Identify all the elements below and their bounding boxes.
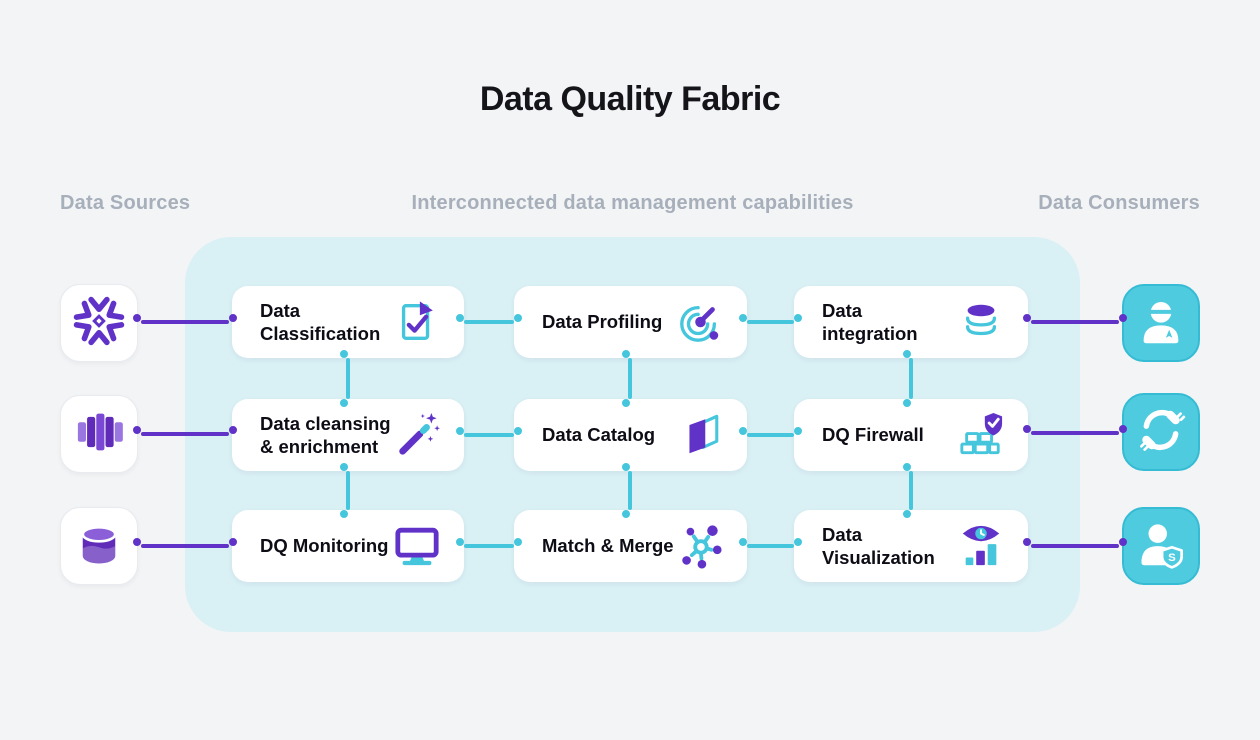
capability-label: Data cleansing & enrichment [260,412,391,457]
consumer-tile [1122,393,1200,471]
cyan-connector-vertical [340,463,356,518]
svg-text:S: S [1168,551,1176,563]
capability-label: Data Classification [260,299,381,344]
capability-card: Data cleansing & enrichment [232,399,464,471]
capabilities-header: Interconnected data management capabilit… [411,192,854,214]
capability-label: Data Visualization [822,523,935,568]
cyan-connector-vertical [903,350,919,407]
cyan-connector-horizontal [739,538,802,554]
capability-card: Data integration [794,286,1028,358]
capability-card: Data Profiling [514,286,747,358]
database-stack-icon [958,299,1004,345]
purple-connector-source-2 [133,426,237,442]
sync-plug-icon [1136,405,1186,460]
capability-card: Match & Merge [514,510,747,582]
purple-connector-consumer-3 [1023,538,1127,554]
magic-wand-icon [394,412,440,458]
capability-card: DQ Monitoring [232,510,464,582]
cyan-connector-horizontal [456,314,522,330]
purple-connector-source-1 [133,314,237,330]
cyan-connector-vertical [622,350,638,407]
open-book-icon [677,412,723,458]
capability-label: Data Catalog [542,424,656,446]
cyan-connector-horizontal [456,427,522,443]
user-hat-icon [1136,296,1186,351]
capability-label: DQ Firewall [822,424,924,446]
consumer-tile: S [1122,507,1200,585]
capability-card: Data Catalog [514,399,747,471]
capability-card: Data Classification [232,286,464,358]
eye-bar-chart-icon [958,523,1004,569]
purple-connector-source-3 [133,538,237,554]
source-card [60,395,138,473]
consumer-tile [1122,284,1200,362]
brick-wall-shield-icon [958,412,1004,458]
capability-label: Data Profiling [542,311,663,333]
capability-card: Data Visualization [794,510,1028,582]
cyan-connector-horizontal [456,538,522,554]
purple-connector-consumer-1 [1023,314,1127,330]
snowflake-icon [72,294,126,353]
cyan-connector-vertical [622,463,638,518]
capability-label: Match & Merge [542,535,674,557]
cyan-connector-vertical [340,350,356,407]
purple-connector-consumer-2 [1023,425,1127,441]
capability-label: DQ Monitoring [260,535,389,557]
capability-label: Data integration [822,299,918,344]
source-card [60,507,138,585]
monitor-icon [394,523,440,569]
redshift-icon [73,406,125,463]
capability-card: DQ Firewall [794,399,1028,471]
network-hub-icon [677,523,723,569]
sources-header: Data Sources [60,192,191,214]
database-cylinder-icon [73,518,125,575]
document-check-icon [394,299,440,345]
cyan-connector-horizontal [739,427,802,443]
source-card [60,284,138,362]
consumers-header: Data Consumers [1038,192,1200,214]
user-shield-icon: S [1136,519,1186,574]
cyan-connector-horizontal [739,314,802,330]
cyan-connector-vertical [903,463,919,518]
diagram-title: Data Quality Fabric [479,80,781,118]
gauge-radar-icon [677,299,723,345]
